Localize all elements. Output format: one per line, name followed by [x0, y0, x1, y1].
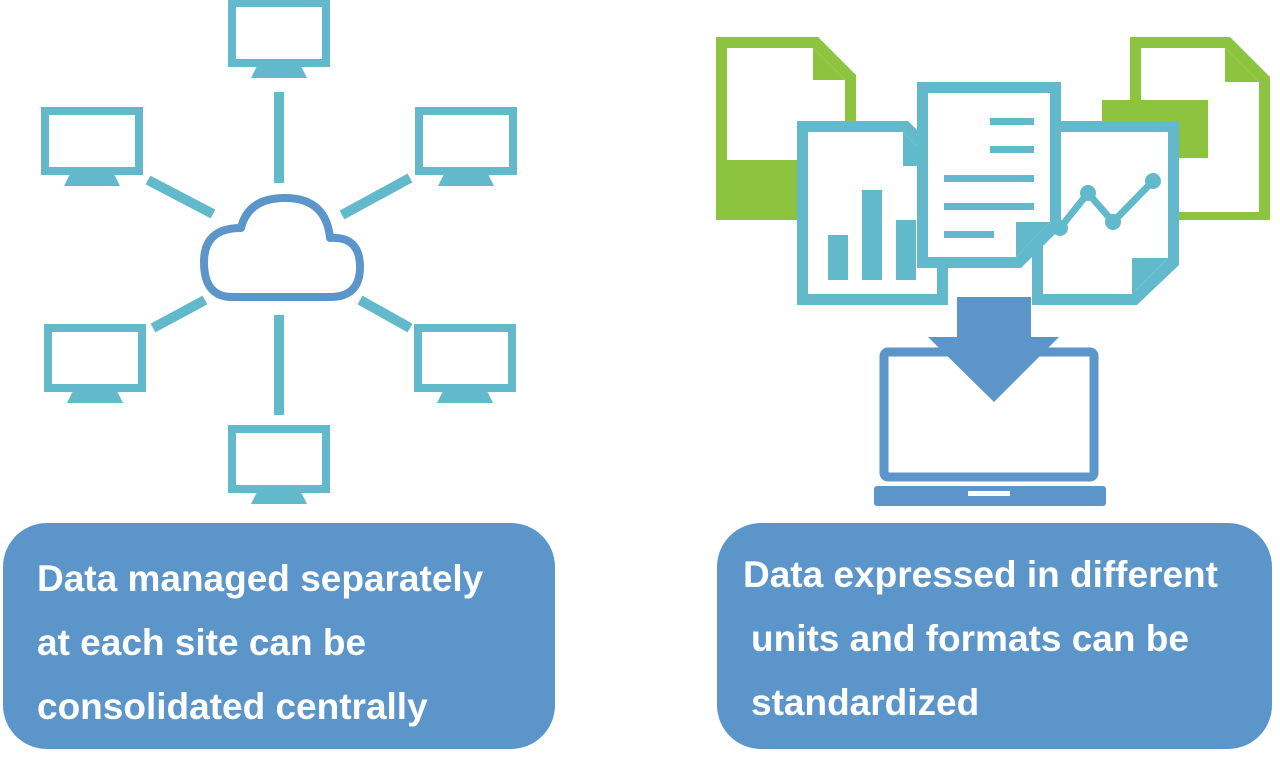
- computer-icon: [414, 328, 516, 403]
- network-diagram: [41, 3, 517, 504]
- caption-line: units and formats can be: [751, 618, 1189, 659]
- computer-icon: [228, 429, 330, 504]
- caption-line: Data expressed in different: [743, 554, 1218, 595]
- caption-line: standardized: [751, 682, 980, 723]
- computer-icon: [44, 328, 146, 403]
- caption-line: at each site can be: [37, 622, 367, 663]
- cloud-icon: [200, 194, 364, 301]
- line-chart-icon: [1032, 121, 1179, 305]
- download-arrow-icon: [928, 297, 1059, 402]
- computer-icon: [415, 111, 517, 186]
- computer-icon: [228, 3, 330, 78]
- document-icon: [917, 82, 1061, 268]
- standardization-diagram: [716, 37, 1270, 506]
- connector-lines: [145, 92, 413, 415]
- computer-icon: [41, 111, 143, 186]
- caption-line: Data managed separately: [37, 558, 484, 599]
- caption-left: Data managed separately at each site can…: [3, 523, 555, 749]
- caption-line: consolidated centrally: [37, 686, 428, 727]
- caption-right: Data expressed in different units and fo…: [717, 523, 1272, 749]
